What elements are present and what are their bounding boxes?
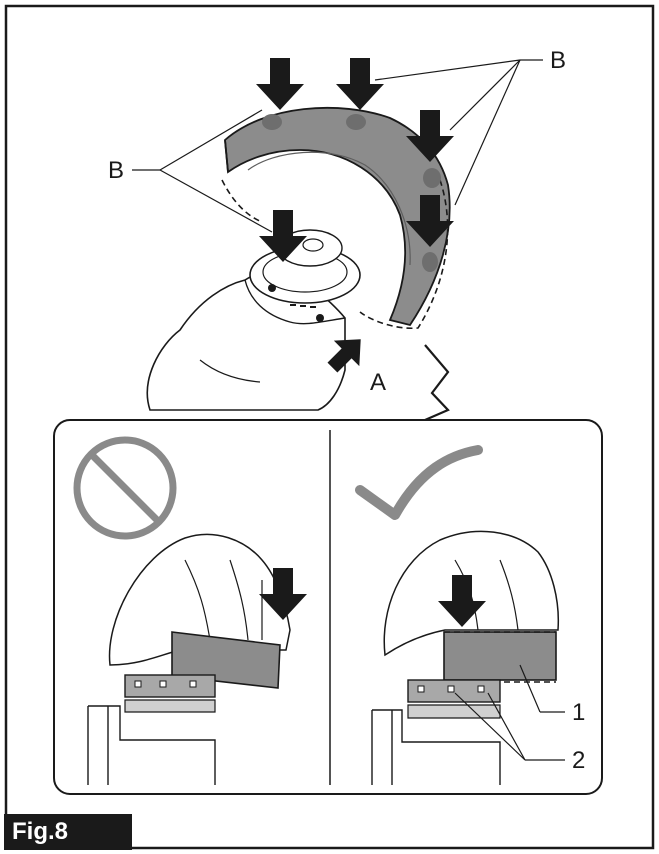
- wheel-guard: [224, 106, 451, 327]
- label-part-2: 2: [572, 747, 585, 774]
- flat-guard: [443, 631, 557, 681]
- figure-border: [4, 4, 655, 850]
- hand-left: [108, 533, 291, 666]
- zoom-connector: [424, 344, 450, 422]
- leader-lines-b-left: [132, 109, 273, 233]
- leader-lines-parts: [454, 664, 565, 761]
- press-arrow-icon: [256, 58, 304, 110]
- checkmark-icon: [355, 445, 483, 520]
- prohibited-icon: [73, 436, 177, 540]
- label-part-1: 1: [572, 699, 585, 726]
- tilted-guard: [171, 631, 281, 689]
- leader-lines-b-right: [374, 59, 543, 206]
- label-b-right: B: [550, 47, 566, 74]
- label-a: A: [370, 369, 386, 396]
- figure-caption: Fig.8: [4, 814, 132, 850]
- press-arrow-icon: [336, 58, 384, 110]
- push-arrow-a-icon: [327, 339, 361, 373]
- incorrect-example: [73, 436, 307, 785]
- guard-dashed-outline: [221, 179, 449, 330]
- label-b-left: B: [108, 157, 124, 184]
- main-illustration: B B A: [108, 47, 566, 422]
- correct-example: 1 2: [355, 445, 585, 785]
